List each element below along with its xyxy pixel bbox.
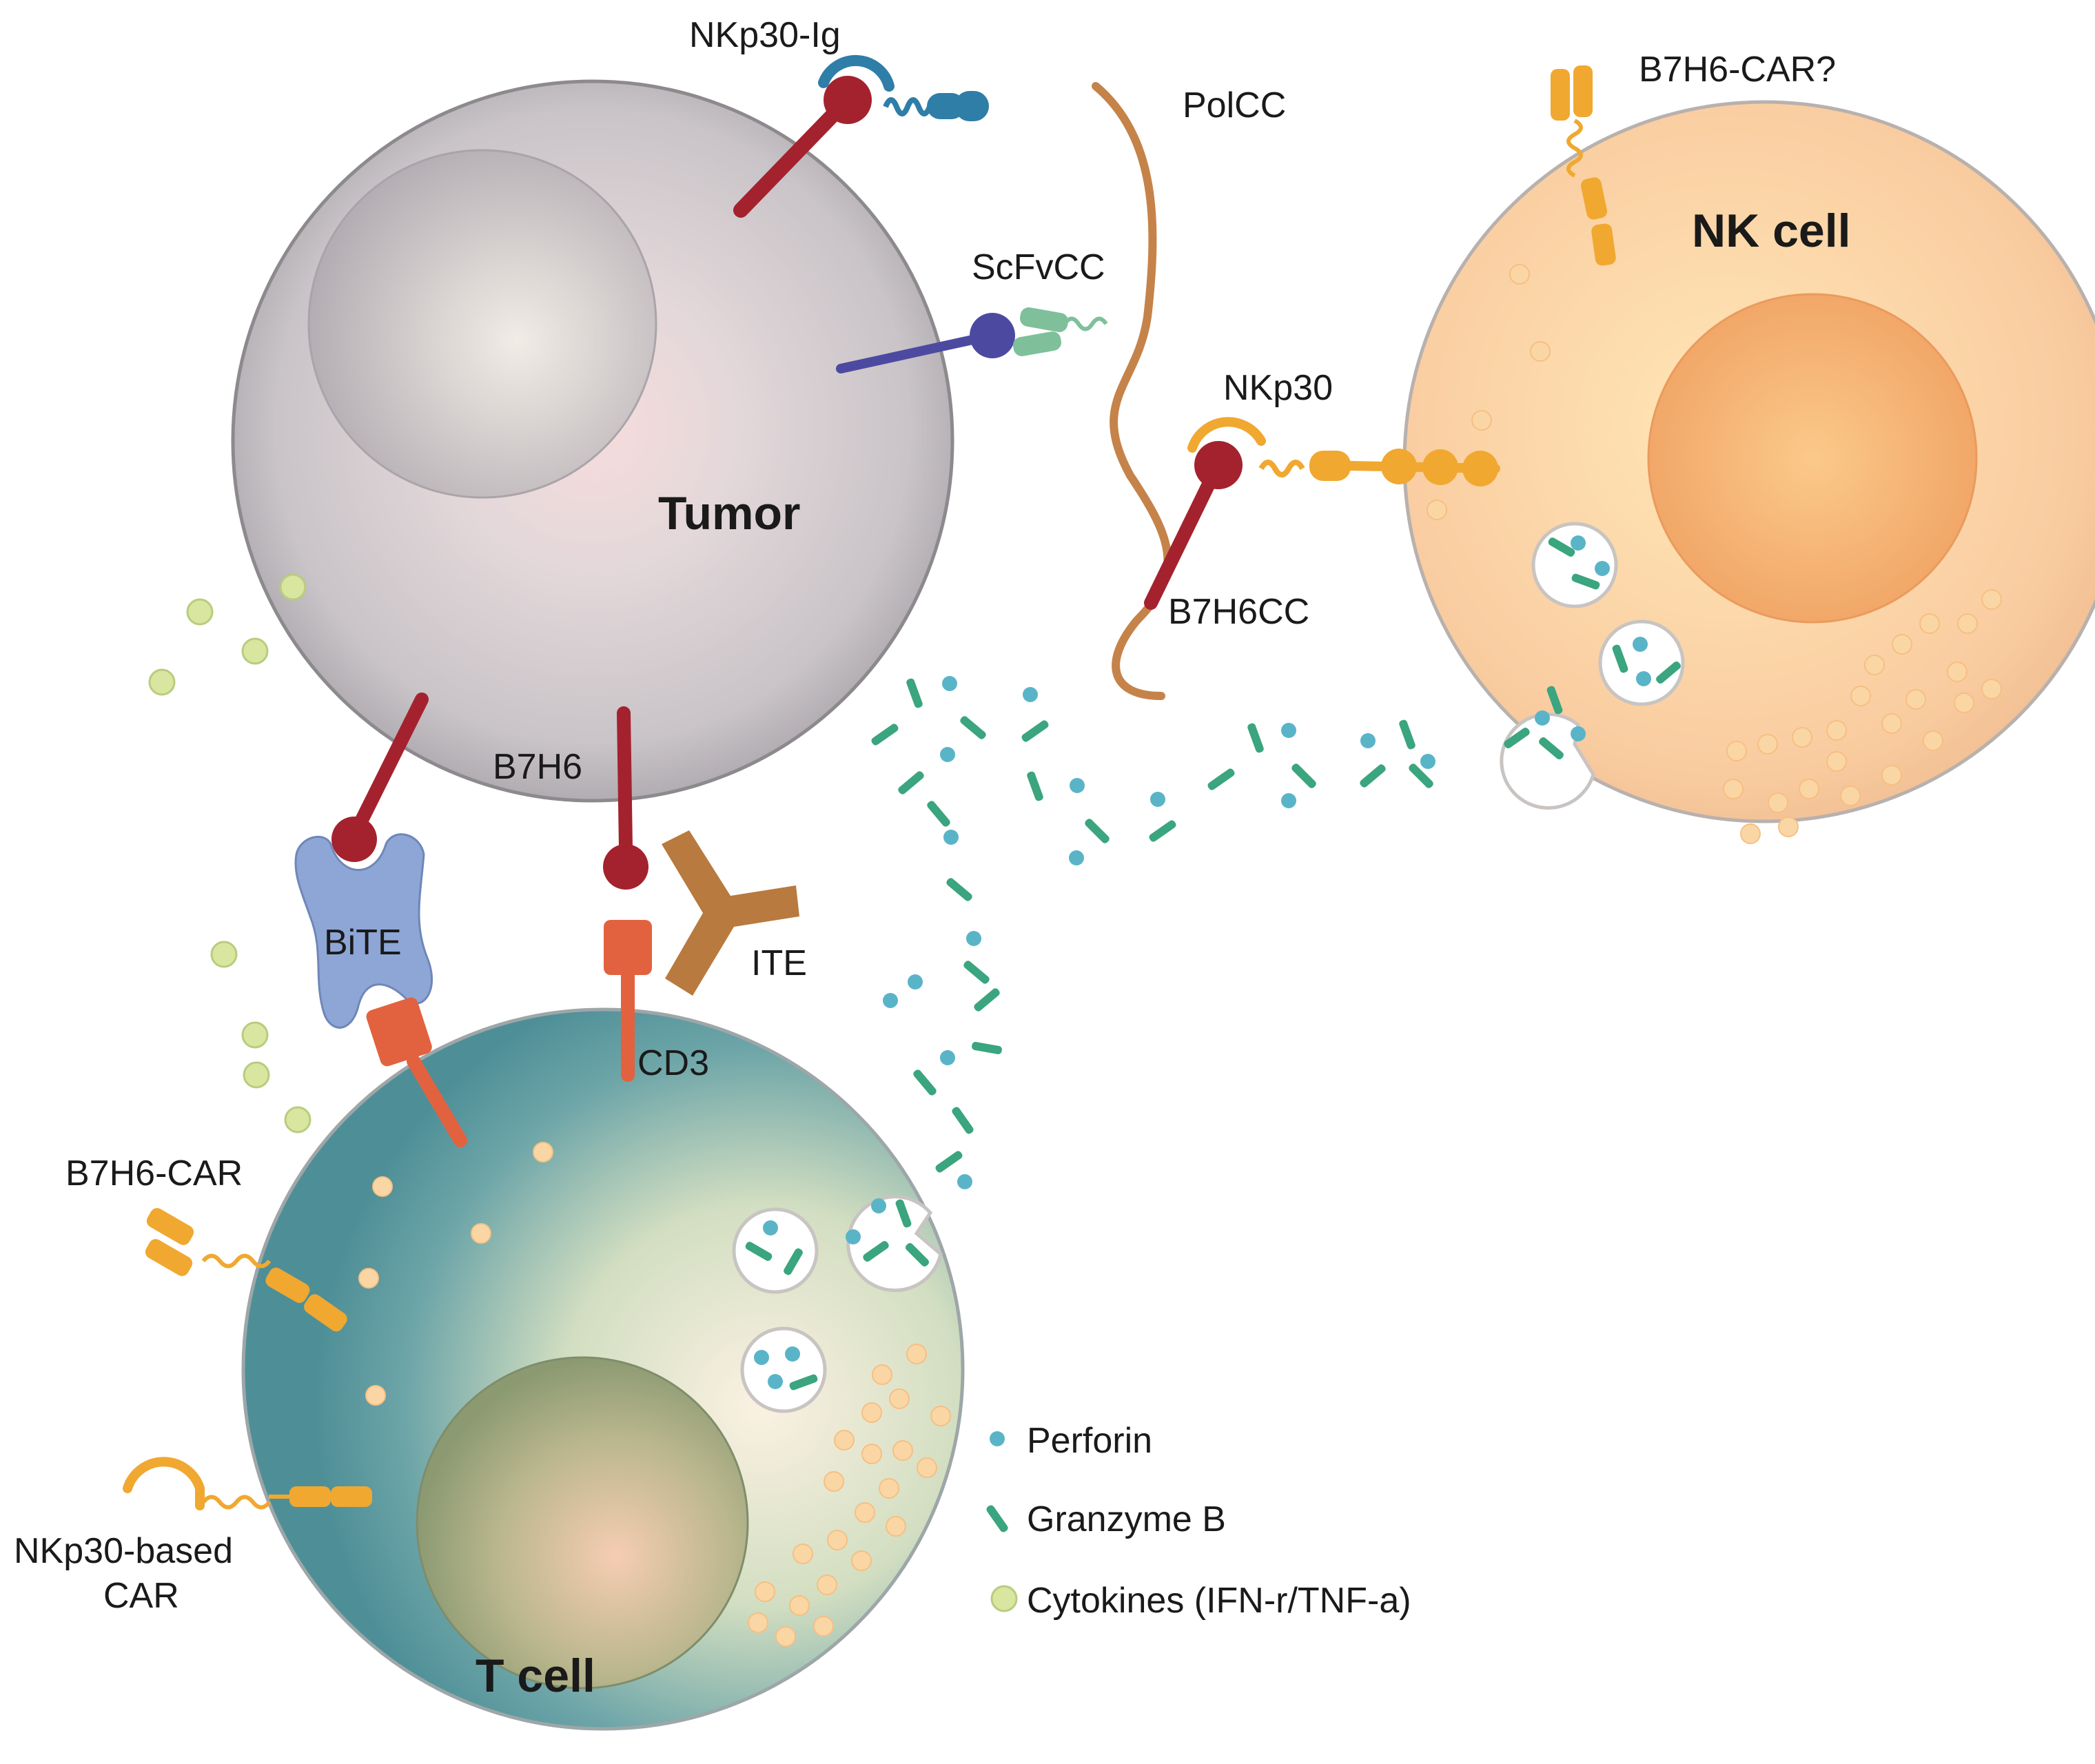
ite-label: ITE [751, 943, 807, 983]
t-cell: T cell [241, 1007, 965, 1731]
cytokine-particles [148, 573, 311, 1134]
t-vesicle [732, 1207, 819, 1294]
tumor-cell: Tumor [231, 79, 954, 803]
perforin-swatch [990, 1431, 1005, 1446]
legend-item-perforin: Perforin [990, 1421, 1152, 1461]
perforin-particles [883, 676, 1435, 1189]
scfvcc-label: ScFvCC [972, 247, 1105, 287]
granzyme-swatch [986, 1505, 1008, 1532]
nk-b7h6-car-receptor [1551, 65, 1616, 266]
legend-item-granzyme: Granzyme B [986, 1499, 1226, 1539]
nk-vesicle [1531, 522, 1618, 608]
nk-cell: NK cell [1402, 100, 2095, 844]
legend-cytokines-label: Cytokines (IFN-r/TNF-a) [1027, 1581, 1411, 1621]
b7h6cc-label: B7H6CC [1168, 592, 1309, 632]
t-vesicle [740, 1326, 827, 1413]
nkp30-label: NKp30 [1223, 368, 1333, 408]
legend-item-cytokines: Cytokines (IFN-r/TNF-a) [990, 1581, 1411, 1621]
t-cell-label: T cell [476, 1650, 595, 1702]
b7h6-car-label: B7H6-CAR [65, 1153, 243, 1193]
legend-granzyme-label: Granzyme B [1027, 1499, 1226, 1539]
nkp30-ig-complex [733, 54, 989, 218]
t-b7h6-car-receptor [145, 1208, 347, 1332]
t-vesicle-releasing [846, 1195, 943, 1293]
polcc-label: PolCC [1183, 85, 1286, 125]
t-nucleus [416, 1356, 749, 1690]
nkp30-based-car-label-line2: CAR [103, 1576, 179, 1616]
b7h6-ligand-right [603, 706, 648, 890]
nk-nucleus [1647, 293, 1978, 624]
polcc-strand [1092, 82, 1172, 700]
tumor-label: Tumor [658, 487, 801, 540]
legend-perforin-label: Perforin [1027, 1421, 1152, 1461]
nkp30-based-car-receptor [123, 1457, 372, 1510]
ite-engager [662, 830, 799, 996]
cd3-receptor-right [604, 920, 652, 1082]
nkp30-b7h6cc-complex [1144, 417, 1500, 610]
cytokine-swatch [990, 1585, 1018, 1612]
nk-vesicle-releasing [1500, 686, 1595, 810]
scfvcc-complex [836, 307, 1108, 373]
b7h6-car-question-label: B7H6-CAR? [1639, 50, 1836, 90]
granzyme-particles [871, 678, 1433, 1173]
nkp30-based-car-label-line1: NKp30-based [14, 1531, 233, 1571]
cd3-receptor-left [366, 997, 467, 1147]
nk-cell-label: NK cell [1692, 205, 1851, 257]
tumor-nucleus [307, 149, 657, 499]
b7h6-ligand-left [331, 693, 429, 862]
b7h6-label: B7H6 [493, 747, 582, 787]
nk-vesicle [1598, 619, 1685, 706]
cd3-label: CD3 [637, 1043, 709, 1083]
bite-label: BiTE [324, 923, 402, 963]
nkp30-ig-label: NKp30-Ig [689, 15, 841, 55]
legend: Perforin Granzyme B Cytokines (IFN-r/TNF… [986, 1421, 1411, 1621]
bite-engager: BiTE [294, 833, 433, 1029]
